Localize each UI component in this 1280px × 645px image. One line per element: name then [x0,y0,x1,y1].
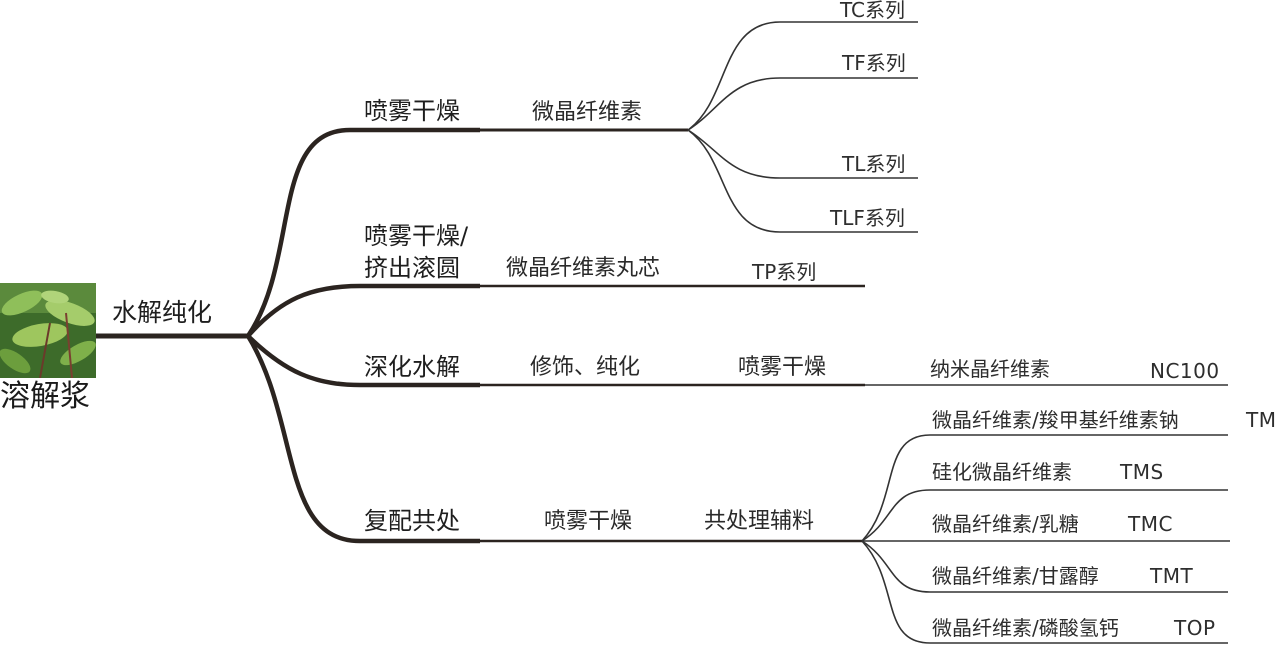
b1-product: 微晶纤维素 [532,100,643,125]
b1-series-2: TF系列 [842,51,906,75]
b3-step2: 喷雾干燥 [738,355,827,380]
b1-label: 喷雾干燥 [364,97,460,125]
b4-item-1-name: 微晶纤维素/羧甲基纤维素钠 [932,408,1179,432]
edge-b4-item-4 [861,540,1228,593]
b4-item-2-code: TMS [1120,460,1164,484]
b4-item-4-name: 微晶纤维素/甘露醇 [932,564,1099,588]
b4-item-3-name: 微晶纤维素/乳糖 [932,512,1079,536]
b1-series-1: TC系列 [840,0,906,22]
b4-item-1-code: TM [1246,408,1277,432]
edge-b4-item-1 [861,434,1228,542]
b4-item-5-code: TOP [1174,616,1216,640]
edge-b4-item-2 [861,489,1228,542]
b1-series-3: TL系列 [842,152,906,176]
b4-step: 喷雾干燥 [544,509,633,534]
b4-item-4-code: TMT [1150,564,1194,588]
edge-b1-series-4 [687,129,918,233]
edge-stage1-b4 [246,334,480,544]
b2-label-line1: 喷雾干燥/ [364,222,469,250]
b3-product: 纳米晶纤维素 [930,357,1050,381]
edge-stage1-b3 [246,334,480,388]
b3-label: 深化水解 [364,353,460,381]
edge-stage1-b2 [246,283,480,338]
plant-leaves-photo [0,283,96,378]
edge-stage1-b1 [246,127,480,338]
root-label: 溶解浆 [0,379,90,414]
b4-item-3-code: TMC [1128,512,1173,536]
edge-b4-item-5 [861,540,1228,644]
b2-series: TP系列 [752,260,817,284]
b4-item-2-name: 硅化微晶纤维素 [932,460,1072,484]
b2-label-line2: 挤出滚圆 [364,254,460,282]
b2-product: 微晶纤维素丸芯 [506,256,661,281]
b1-series-4: TLF系列 [830,206,905,230]
b4-product: 共处理辅料 [704,509,815,534]
edge-b1-series-1 [687,21,918,131]
stage1-label: 水解纯化 [112,298,213,327]
edge-b1-series-3 [687,129,918,179]
b3-step: 修饰、纯化 [530,355,641,380]
b4-item-5-name: 微晶纤维素/磷酸氢钙 [932,616,1119,640]
b4-label: 复配共处 [364,507,460,535]
b3-code: NC100 [1150,359,1220,383]
edge-b1-series-2 [687,77,918,131]
